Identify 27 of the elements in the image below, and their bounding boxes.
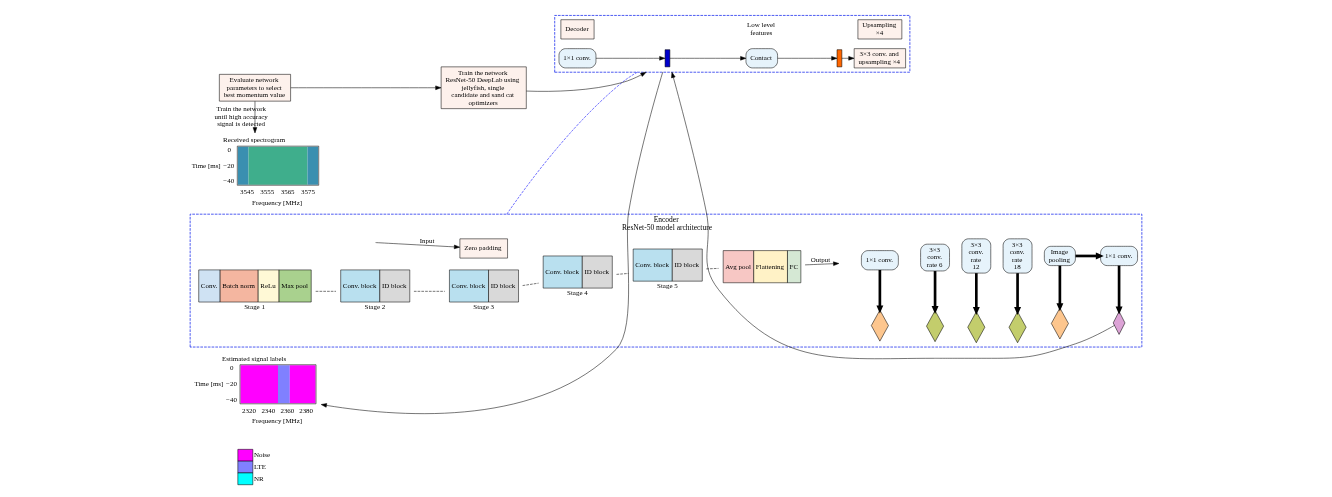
- arrow: [876, 269, 884, 313]
- arrow: [1115, 265, 1123, 314]
- node-diamond: [1112, 310, 1126, 335]
- arrow: [1014, 272, 1022, 315]
- arrow: [972, 272, 980, 315]
- arrow: [1056, 265, 1064, 311]
- node-box: [664, 48, 671, 67]
- arrow: [320, 71, 663, 414]
- node-diamond: [871, 309, 889, 341]
- arrow: [804, 261, 840, 266]
- cluster: [554, 14, 911, 73]
- node-diamond: [967, 310, 986, 343]
- arrow: [841, 55, 855, 60]
- node-diamond: [1051, 307, 1069, 339]
- node-box: [836, 48, 843, 67]
- arrow: [931, 270, 939, 314]
- arrow: [290, 85, 442, 90]
- arrow: [375, 241, 460, 249]
- arrow: [252, 100, 258, 133]
- arrow: [1075, 252, 1104, 259]
- node-diamond: [926, 309, 944, 342]
- node-diamond: [1008, 310, 1027, 343]
- arrow: [526, 71, 647, 92]
- arrow: [671, 71, 1115, 359]
- arrow: [777, 55, 838, 60]
- arrow: [595, 55, 666, 60]
- arrow: [669, 55, 747, 60]
